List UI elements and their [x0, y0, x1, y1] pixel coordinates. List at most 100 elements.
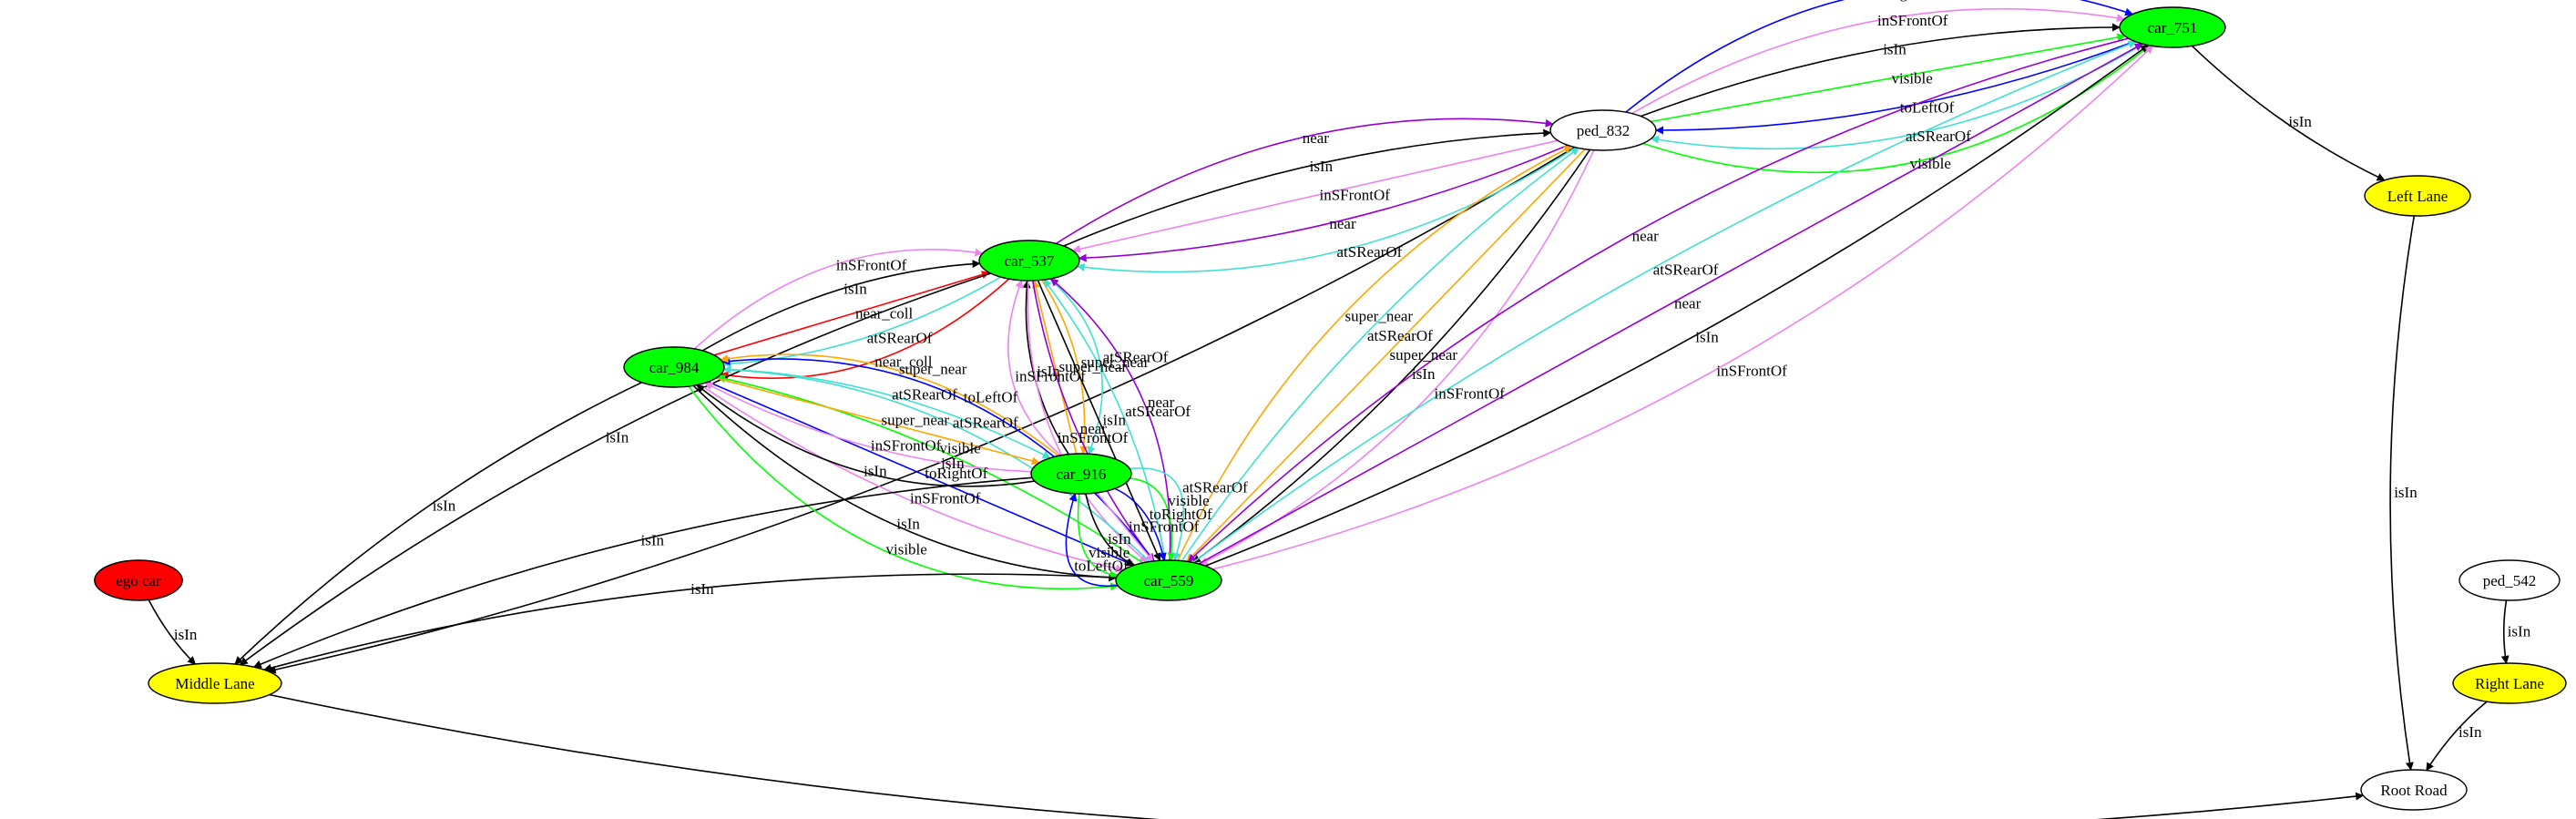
node-ped-542: ped_542: [2458, 559, 2561, 601]
edge-label: toRightOf: [1150, 506, 1212, 523]
node-shape: [2458, 559, 2561, 601]
node-shape: [1549, 109, 1657, 151]
edge-label: inSFrontOf: [1716, 363, 1787, 380]
edge-car_916-to-middle_lane: [252, 476, 1033, 669]
edge-label: isIn: [843, 281, 867, 298]
nodes-layer: car_751ped_832car_537car_984car_916car_5…: [94, 6, 2567, 811]
edge-label: visible: [1089, 544, 1130, 561]
edge-label: super_near: [1059, 358, 1128, 375]
node-shape: [978, 240, 1080, 282]
node-car-916: car_916: [1030, 453, 1132, 495]
edge-car_559-to-car_537: [1043, 279, 1167, 561]
edge-label: toRightOf: [925, 465, 987, 482]
edge-label: toLeftOf: [964, 389, 1018, 406]
edge-label: isIn: [1037, 363, 1060, 380]
edges-layer: [148, 0, 2510, 819]
edge-label: atSRearOf: [1906, 128, 1971, 145]
edge-car_559-to-car_916: [1065, 492, 1119, 588]
edge-ped_542-to-right_lane: [2500, 599, 2510, 664]
edge-label: atSRearOf: [1103, 349, 1169, 366]
node-ego-car: ego car: [94, 559, 183, 601]
edge-label: inSFrontOf: [871, 437, 942, 455]
node-label: ego car: [116, 572, 161, 589]
edge-label: super_near: [1345, 308, 1414, 325]
edge-label: isIn: [1103, 412, 1127, 429]
edge-label: near: [1329, 215, 1356, 232]
edge-label: atSRearOf: [892, 385, 957, 403]
edge-car_559-to-car_984: [722, 365, 1150, 563]
edge-label: isIn: [606, 429, 629, 446]
node-right-lane: Right Lane: [2452, 662, 2567, 704]
node-label: car_984: [649, 359, 700, 376]
edge-car_984-to-car_537: [701, 260, 981, 352]
edge-car_916-to-car_984: [704, 382, 1032, 473]
edge-car_537-to-car_559: [1037, 280, 1161, 562]
edge-middle_lane-to-root_road: [269, 693, 2365, 819]
edge-label: inSFrontOf: [1015, 367, 1086, 384]
edge-label: isIn: [2288, 113, 2312, 130]
edge-label: visible: [1910, 155, 1951, 172]
edge-label: super_near: [1390, 346, 1458, 363]
edge-car_984-to-middle_lane: [234, 382, 642, 665]
edge-label: isIn: [1108, 530, 1131, 548]
edge-label: isIn: [864, 462, 887, 479]
edge-label: super_near: [899, 361, 967, 378]
edge-car_916-to-car_984: [696, 384, 1035, 487]
node-shape: [2360, 769, 2468, 811]
edge-label: isIn: [896, 516, 920, 533]
edge-label: visible: [1892, 70, 1933, 87]
edge-car_751-to-ped_832: [1651, 43, 2144, 150]
edge-car_537-to-ped_832: [1063, 128, 1552, 247]
edge-car_537-to-car_559: [1027, 280, 1148, 563]
edge-car_559-to-car_751: [1192, 40, 2137, 564]
edge-label: toRightOf: [1873, 0, 1936, 2]
edge-label: inSFrontOf: [836, 256, 907, 273]
edge-label: visible: [886, 540, 927, 558]
edge-label: inSFrontOf: [1320, 187, 1391, 204]
edge-car_559-to-middle_lane: [263, 573, 1117, 672]
edge-car_537-to-car_916: [1049, 278, 1103, 456]
node-label: car_751: [2148, 19, 2198, 36]
edge-car_916-to-car_559: [1114, 487, 1167, 561]
edge-label: isIn: [174, 626, 198, 643]
edge-ped_832-to-car_537: [1071, 139, 1559, 253]
edge-label: isIn: [1310, 158, 1334, 175]
edge-label: super_near: [1081, 353, 1150, 371]
node-left-lane: Left Lane: [2364, 175, 2471, 217]
edge-car_984-to-car_537: [713, 271, 990, 356]
edge-car_984-to-car_559: [692, 384, 1118, 582]
node-shape: [2119, 6, 2226, 48]
node-car-751: car_751: [2119, 6, 2226, 48]
node-shape: [1115, 559, 1222, 601]
edge-ped_832-to-car_537: [1076, 147, 1577, 273]
edge-car_559-to-ped_832: [1181, 147, 1580, 562]
edge-ped_832-to-middle_lane: [267, 146, 1576, 674]
edge-car_559-to-ped_832: [1177, 145, 1573, 561]
edge-label: near_coll: [855, 305, 914, 322]
edge-car_984-to-car_916: [715, 377, 1040, 466]
edge-label: near: [1080, 420, 1108, 437]
edge-car_984-to-car_537: [693, 248, 984, 350]
node-label: car_559: [1144, 572, 1194, 589]
node-label: Left Lane: [2387, 188, 2448, 205]
edge-label: near: [1674, 295, 1702, 312]
edge-car_916-to-car_559: [1077, 493, 1119, 579]
edge-label: inSFrontOf: [1129, 518, 1200, 536]
edge-car_916-to-car_537: [1031, 280, 1078, 455]
edge-label: isIn: [1883, 40, 1906, 57]
edge-label: near: [1303, 129, 1330, 147]
edge-label: visible: [939, 439, 980, 456]
edge-ped_832-to-car_559: [1186, 148, 1586, 562]
edge-label: near: [1632, 227, 1660, 244]
edge-label: atSRearOf: [1653, 261, 1719, 279]
edge-ped_832-to-car_559: [1191, 148, 1591, 564]
edge-label: near: [1148, 394, 1175, 411]
node-car-559: car_559: [1115, 559, 1222, 601]
node-middle-lane: Middle Lane: [148, 662, 282, 704]
edge-label: isIn: [2508, 623, 2531, 640]
edge-label: toLeftOf: [1900, 99, 1955, 117]
edge-label: isIn: [941, 455, 965, 472]
edge-label: inSFrontOf: [910, 490, 981, 507]
edge-car_984-to-car_559: [708, 381, 1135, 567]
